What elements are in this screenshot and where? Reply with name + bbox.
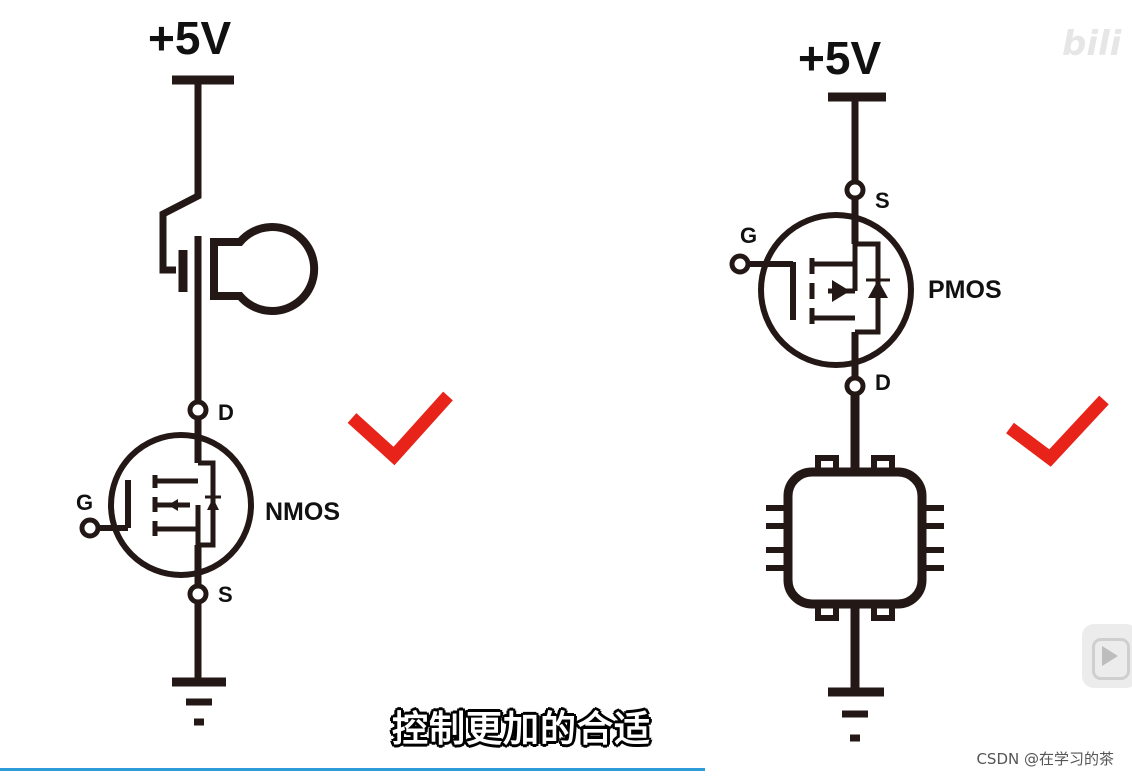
play-icon-triangle [1102,646,1118,666]
left-gate-label: G [76,490,93,515]
right-source-label: S [875,188,890,213]
csdn-watermark: CSDN @在学习的茶 [976,750,1114,768]
left-drain-label: D [218,400,234,425]
right-transistor-label: PMOS [928,276,1002,304]
right-drain-terminal [844,375,866,397]
video-subtitle: 控制更加的合适 [392,709,652,750]
right-circuit [729,92,944,742]
pmos-symbol [746,198,914,378]
ground-icon [172,677,226,726]
left-transistor-label: NMOS [265,498,340,526]
ground-icon [828,687,884,742]
right-source-terminal [844,179,866,201]
left-circuit [79,75,319,726]
left-supply-label: +5V [148,12,231,64]
left-source-terminal [187,583,209,605]
lamp-icon [178,223,319,315]
check-mark-icon [347,391,453,466]
play-icon-ring [1092,638,1130,680]
check-mark-icon [1006,395,1109,467]
right-drain-label: D [875,370,891,395]
bilibili-logo: bili [1062,24,1122,64]
right-gate-terminal [729,253,751,275]
left-source-label: S [218,582,233,607]
nmos-symbol [96,418,254,586]
left-wire-top [159,80,202,274]
left-drain-terminal [187,399,209,421]
play-icon[interactable] [1082,624,1132,688]
right-supply-label: +5V [798,32,881,84]
right-gate-label: G [740,223,757,248]
left-gate-terminal [79,517,101,539]
video-progress-bar[interactable] [0,768,705,771]
chip-icon [766,455,944,621]
